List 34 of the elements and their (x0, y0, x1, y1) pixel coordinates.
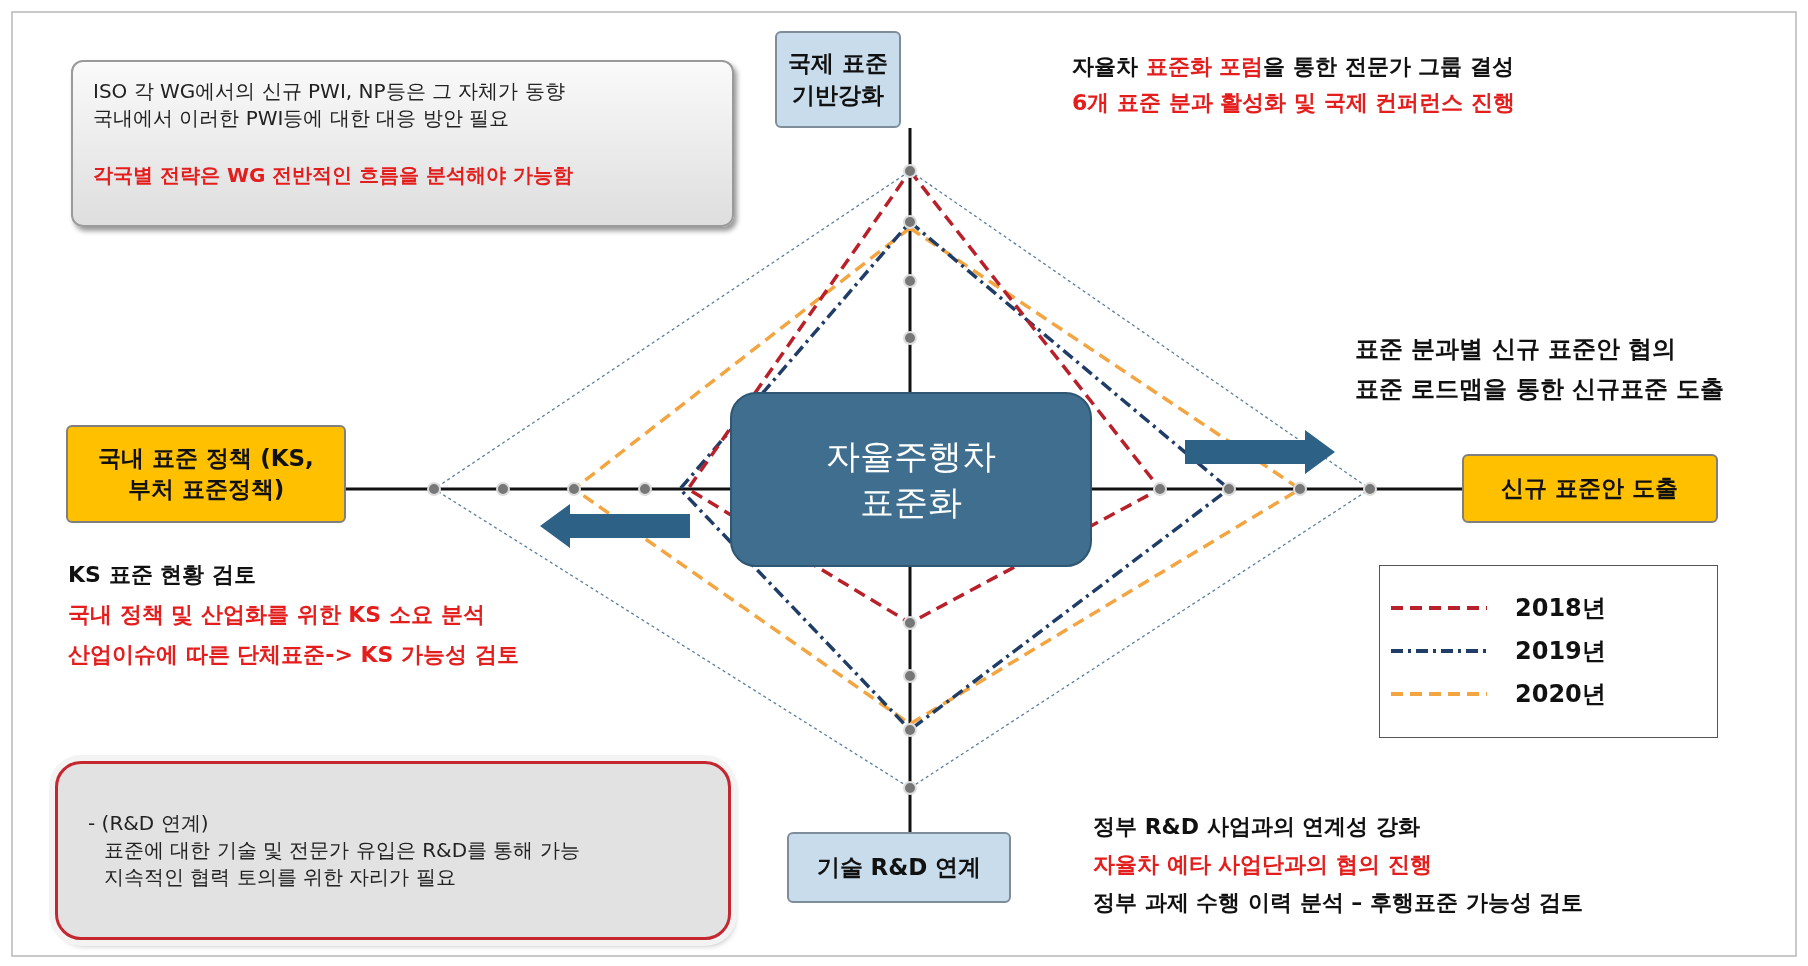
note-text: 자율차 표준화 포럼을 통한 전문가 그룹 결성 (1072, 53, 1514, 81)
legend-label: 2020년 (1515, 679, 1606, 710)
note-text: 표준에 대한 기술 및 전문가 유입은 R&D를 통해 가능 (104, 837, 580, 864)
note-text: 국내 정책 및 산업화를 위한 KS 소요 분석 (68, 601, 485, 629)
goal-box (787, 832, 1011, 903)
legend-label: 2019년 (1515, 636, 1606, 667)
goal-box (775, 31, 901, 128)
note-text: 산업이슈에 따른 단체표준-> KS 가능성 검토 (68, 641, 519, 669)
goal-box (1462, 454, 1718, 523)
note-text: 정부 R&D 사업과의 연계성 강화 (1093, 813, 1421, 841)
note-text: 국내에서 이러한 PWI등에 대한 대응 방안 필요 (93, 105, 509, 132)
axis-line (346, 487, 730, 491)
box-label: 국제 표준 기반강화 (787, 49, 889, 110)
note-text: 6개 표준 분과 활성화 및 국제 컨퍼런스 진행 (1072, 89, 1515, 117)
box-label: 신규 표준안 도출 (1501, 473, 1679, 503)
note-text: 정부 과제 수행 이력 분석 – 후행표준 가능성 검토 (1093, 889, 1584, 917)
note-text: 각국별 전략은 WG 전반적인 흐름을 분석해야 가능함 (93, 162, 574, 189)
axis-line (1092, 487, 1462, 491)
goal-box (66, 425, 346, 523)
note-text: - (R&D 연계) (88, 810, 209, 837)
note-text: ISO 각 WG에서의 신규 PWI, NP등은 그 자체가 동향 (93, 78, 565, 105)
box-label: 기술 R&D 연계 (816, 852, 982, 882)
legend-label: 2018년 (1515, 593, 1606, 624)
axis-line (908, 567, 912, 832)
note-card (71, 60, 734, 227)
note-text: KS 표준 현황 검토 (68, 561, 256, 589)
center-label: 자율주행차 표준화 (825, 434, 997, 524)
note-text: 지속적인 협력 토의를 위한 자리가 필요 (104, 864, 456, 891)
note-text: 자율차 예타 사업단과의 협의 진행 (1093, 851, 1432, 879)
axis-line (908, 128, 912, 392)
box-label: 국내 표준 정책 (KS, 부처 표준정책) (97, 443, 315, 504)
note-text: 표준 분과별 신규 표준안 협의 (1355, 334, 1677, 365)
note-text: 표준 로드맵을 통한 신규표준 도출 (1355, 374, 1725, 405)
center-box (730, 392, 1092, 567)
